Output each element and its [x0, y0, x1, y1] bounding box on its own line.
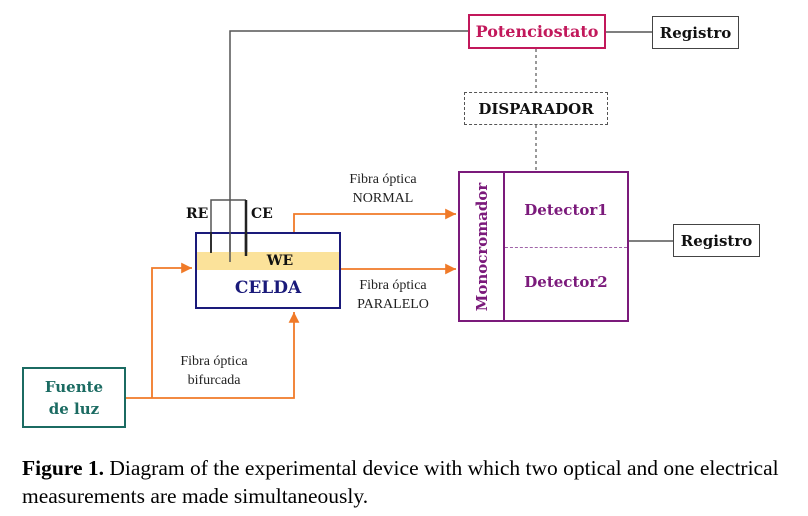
figure-caption: Figure 1. Diagram of the experimental de… [22, 454, 802, 510]
detector1-label: Detector1 [524, 201, 608, 219]
fiber-bifurcada-main [125, 312, 300, 399]
potenciostato-label: Potenciostato [475, 22, 599, 41]
caption-label: Figure 1. [22, 456, 105, 480]
potenciostato-box: Potenciostato [468, 14, 606, 49]
fiber-bifurcada-label: Fibra óptica bifurcada [164, 352, 264, 390]
fiber-normal [293, 208, 456, 232]
fiber-paralelo-line2: PARALELO [357, 297, 429, 312]
disparador-box: DISPARADOR [464, 92, 608, 125]
monocromador-section: Monocromador [460, 173, 505, 320]
fuente-label-line1: Fuente [44, 377, 104, 396]
fiber-paralelo-line1: Fibra óptica [359, 278, 427, 293]
detector2-label: Detector2 [524, 273, 608, 291]
fiber-normal-line2: NORMAL [352, 191, 414, 206]
fuente-de-luz-box: Fuente de luz [22, 367, 126, 428]
re-label: RE [186, 206, 209, 222]
registro-top-box: Registro [652, 16, 739, 49]
monocromador-label: Monocromador [472, 182, 491, 311]
celda-label: CELDA [234, 278, 302, 298]
fiber-bifurcada-line1: Fibra óptica [180, 354, 248, 369]
fuente-label-line2: de luz [48, 399, 100, 418]
disparador-label: DISPARADOR [478, 99, 594, 118]
registro-right-box: Registro [673, 224, 760, 257]
ce-label: CE [251, 206, 273, 222]
registro-right-label: Registro [680, 231, 753, 250]
potenciostato-we-wire [229, 30, 469, 262]
we-band: WE [197, 252, 339, 270]
fiber-bifurcada-line2: bifurcada [187, 373, 241, 388]
fiber-normal-line1: Fibra óptica [349, 172, 417, 187]
monocromador-detector-unit: Monocromador Detector1 Detector2 [458, 171, 629, 322]
registro-top-label: Registro [659, 23, 732, 42]
we-label: WE [266, 253, 294, 269]
caption-text: Diagram of the experimental device with … [22, 456, 779, 508]
detector-divider [505, 247, 627, 248]
celda-box: WE CELDA [195, 232, 341, 309]
fiber-normal-label: Fibra óptica NORMAL [333, 170, 433, 208]
fiber-bifurcada-branch [151, 262, 192, 398]
fiber-paralelo-label: Fibra óptica PARALELO [343, 276, 443, 314]
